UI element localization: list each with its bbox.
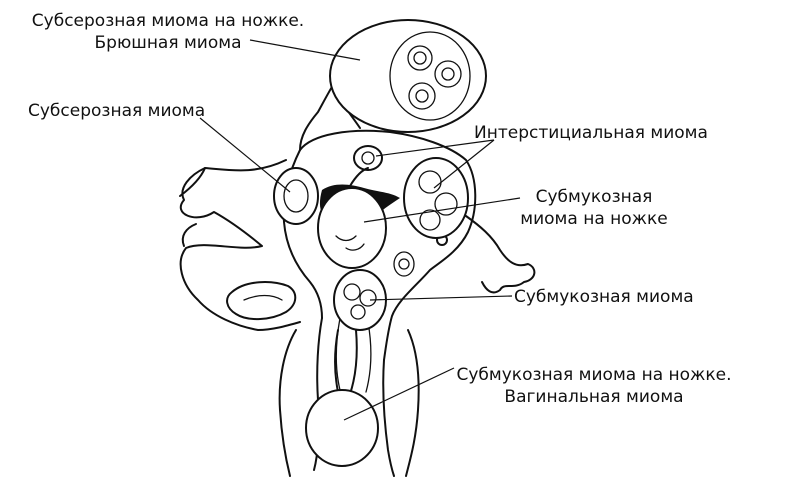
abdominal-myoma-inner [389, 31, 471, 121]
wall-myoma-small-core [398, 258, 410, 270]
left-fimbria [179, 167, 206, 247]
leader-vaginal [343, 367, 455, 421]
label-interstitial: Интерстициальная миома [474, 123, 708, 143]
interstitial-nodule-2 [434, 192, 458, 216]
interstitial-myoma-large [403, 157, 469, 239]
label-submucous-pedunculated-line2: миома на ножке [520, 209, 668, 229]
abdominal-myoma [329, 19, 487, 133]
abdominal-myoma-nodule-3-core [415, 89, 429, 103]
submucous-pedunculated-myoma [317, 187, 387, 269]
submucous-myoma-nodule-3 [350, 304, 366, 320]
label-submucous-pedunculated: Субмукозная миома на ножке [504, 186, 684, 230]
submucous-pedunculated-texture [335, 235, 365, 251]
abdominal-myoma-nodule-1-core [413, 51, 427, 65]
label-pedunculated-subserous-line1: Субсерозная миома на ножке. [31, 11, 305, 31]
leader-submucous-pedunculated [363, 197, 521, 223]
subserous-myoma-inner [283, 179, 309, 213]
leader-submucous [369, 295, 513, 301]
submucous-myoma-nodule-1 [343, 283, 361, 301]
label-pedunculated-subserous: Субсерозная миома на ножке. Брюшная миом… [18, 10, 318, 54]
abdominal-myoma-nodule-2-core [441, 67, 455, 81]
leader-subserous [199, 117, 291, 193]
abdominal-myoma-nodule-3 [408, 82, 436, 110]
cervix-right-wall [382, 359, 395, 477]
submucous-myoma-nodule-2 [359, 289, 377, 307]
subserous-myoma [273, 167, 319, 225]
label-submucous: Субмукозная миома [514, 287, 694, 307]
vaginal-myoma-stalk [334, 329, 358, 395]
label-pedunculated-subserous-line2: Брюшная миома [94, 33, 242, 53]
label-submucous-vaginal-line1: Субмукозная миома на ножке. [456, 365, 732, 385]
abdominal-myoma-nodule-2 [434, 60, 462, 88]
label-submucous-vaginal-line2: Вагинальная миома [504, 387, 684, 407]
wall-myoma-small [393, 251, 415, 277]
leader-interstitial-2 [433, 139, 495, 189]
left-ovary [226, 281, 297, 320]
vaginal-myoma [305, 389, 379, 467]
vagina-left [278, 329, 297, 477]
left-broad-ligament [179, 159, 301, 331]
leader-abdominal [249, 39, 361, 61]
leader-interstitial-1 [375, 139, 495, 157]
interstitial-myoma-small [353, 145, 383, 171]
vagina-right [405, 329, 420, 477]
label-submucous-vaginal: Субмукозная миома на ножке. Вагинальная … [444, 364, 744, 408]
submucous-stalk [349, 167, 369, 187]
interstitial-myoma-small-core [361, 151, 375, 165]
left-ovary-slit [243, 294, 283, 301]
label-submucous-pedunculated-line1: Субмукозная [535, 187, 653, 207]
interstitial-nodule-3 [419, 209, 441, 231]
right-fallopian-tube [465, 215, 536, 294]
label-subserous: Субсерозная миома [28, 101, 206, 121]
abdominal-myoma-nodule-1 [407, 45, 433, 71]
